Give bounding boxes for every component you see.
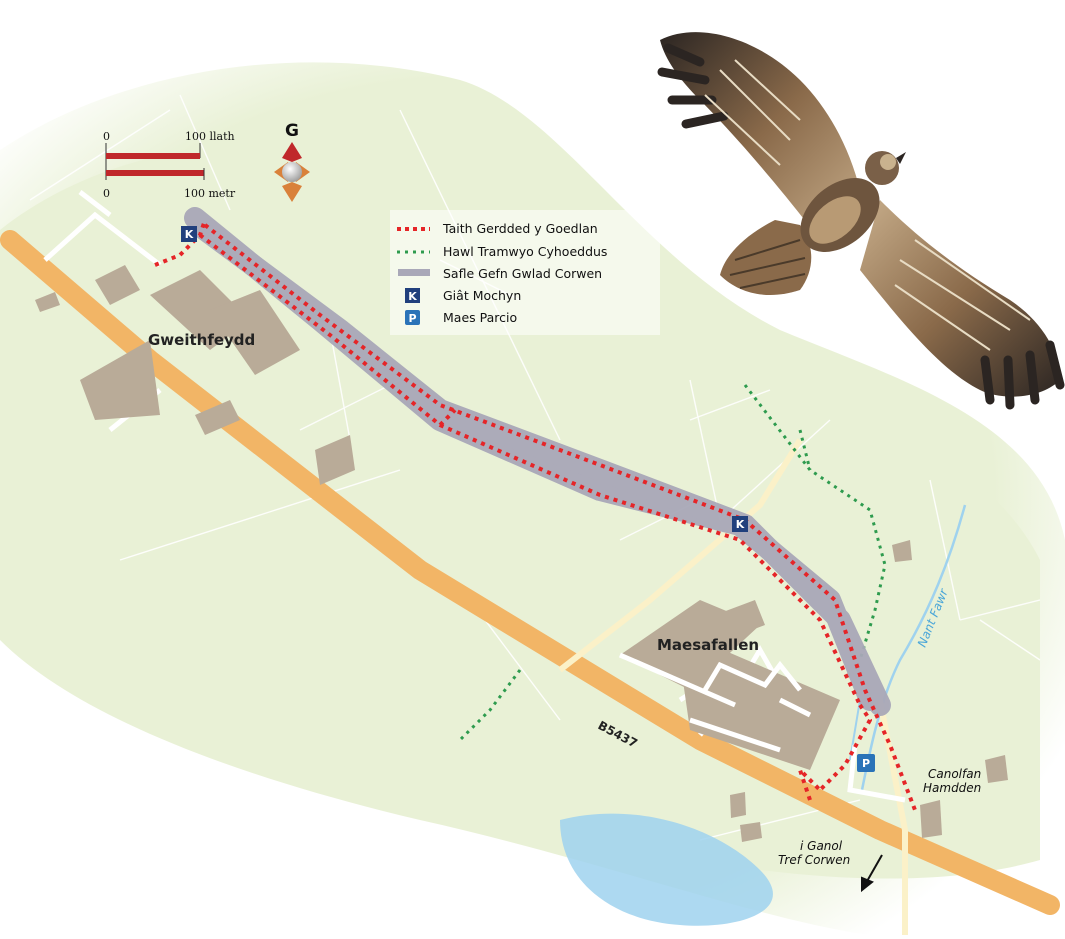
svg-text:P: P [408,312,416,325]
svg-text:Safle Gefn Gwlad Corwen: Safle Gefn Gwlad Corwen [443,266,602,281]
buzzard-illustration [657,32,1065,410]
scale-bar: 0 100 llath 0 100 metr [103,130,236,200]
svg-text:100 llath: 100 llath [185,130,235,143]
parking-symbol: P [857,754,875,772]
svg-text:Maes Parcio: Maes Parcio [443,310,517,325]
svg-text:P: P [862,757,870,770]
svg-text:0: 0 [103,130,110,143]
gate-symbol-west: K [181,226,197,242]
svg-text:K: K [185,228,194,241]
compass-rose-icon: G [274,121,310,202]
estate-lanes [619,652,812,753]
svg-text:K: K [736,518,745,531]
label-tref-corwen: Tref Corwen [778,853,850,867]
label-i-ganol: i Ganol [800,839,843,853]
label-canolfan: Canolfan [928,767,981,781]
label-hamdden: Hamdden [923,781,981,795]
public-right-of-way [458,384,887,742]
svg-text:100 metr: 100 metr [184,187,236,200]
label-gweithfeydd: Gweithfeydd [148,331,255,349]
map-legend: Taith Gerdded y Goedlan Hawl Tramwyo Cyh… [390,210,660,335]
svg-text:0: 0 [103,187,110,200]
svg-text:G: G [285,121,299,141]
road-b5437 [0,230,1060,915]
gate-symbol-east: K [732,516,748,532]
minor-roads [558,438,908,935]
stream-branch [849,699,861,761]
label-maesafallen: Maesafallen [657,636,759,654]
svg-text:Hawl Tramwyo Cyhoeddus: Hawl Tramwyo Cyhoeddus [443,244,607,259]
direction-arrow-icon [861,854,883,893]
svg-text:Taith Gerdded y Goedlan: Taith Gerdded y Goedlan [442,221,598,236]
land-area [0,62,1065,935]
svg-text:Giât Mochyn: Giât Mochyn [443,288,521,303]
svg-text:K: K [408,290,417,303]
water-body [560,813,773,926]
stream-nant-fawr [860,504,967,791]
